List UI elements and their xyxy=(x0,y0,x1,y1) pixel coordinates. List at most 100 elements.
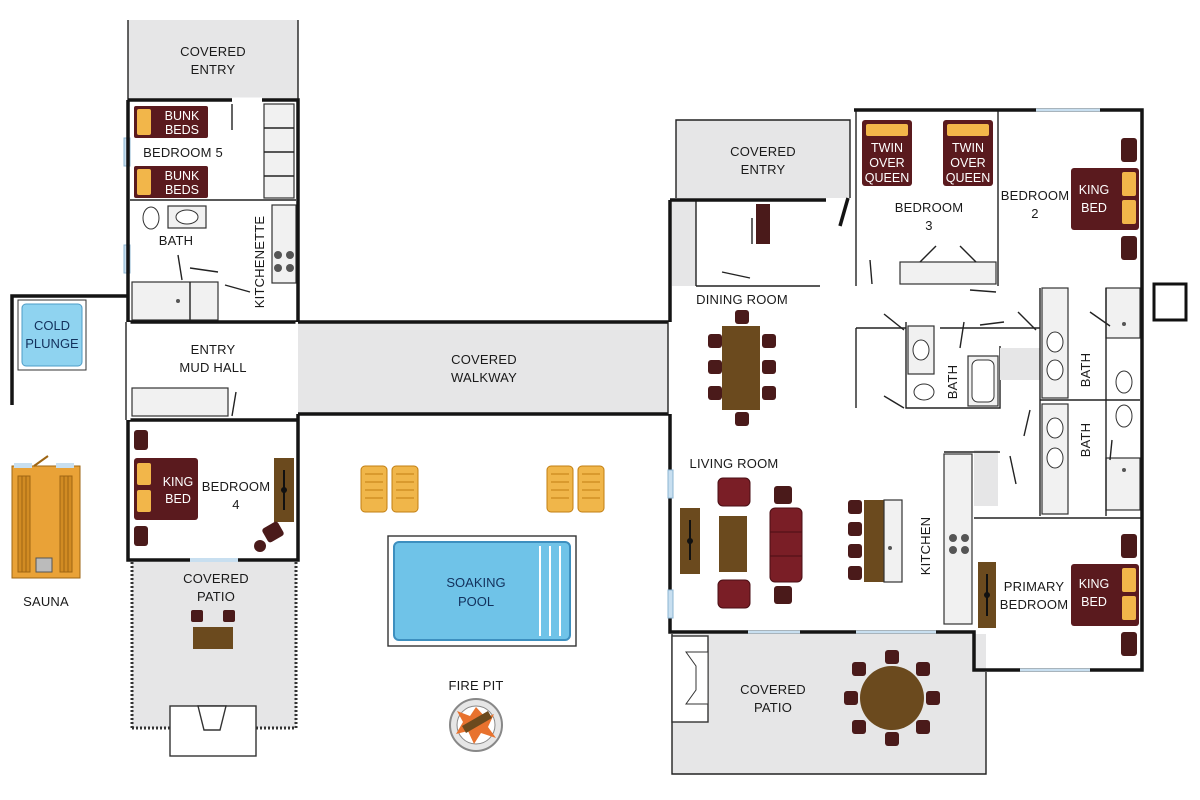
living-room-label: LIVING ROOM xyxy=(690,456,779,471)
bath-upper-right-label: BATH xyxy=(1078,353,1093,388)
stove-icon xyxy=(274,251,294,272)
cooktop-icon xyxy=(949,534,969,554)
nightstand-primary-bottom xyxy=(1121,632,1137,656)
outdoor-unit xyxy=(1152,282,1188,322)
covered-patio-left-label-2: PATIO xyxy=(197,589,235,604)
coffee-table xyxy=(719,516,747,572)
bath-lower-right-label: BATH xyxy=(1078,423,1093,458)
toq-label-1c: QUEEN xyxy=(865,171,909,185)
king-bed-bedroom4: KING BED xyxy=(134,458,198,520)
king-bed-label-p-1: KING xyxy=(1079,577,1110,591)
bar-stools xyxy=(848,500,862,580)
lounge-chairs-left xyxy=(360,465,419,513)
closet-bedroom5 xyxy=(263,103,295,199)
cold-plunge-label-2: PLUNGE xyxy=(25,336,79,351)
covered-walkway-label-1: COVERED xyxy=(451,352,517,367)
closet-bedroom3 xyxy=(899,261,997,285)
toq-label-2b: OVER xyxy=(950,156,985,170)
bedroom5-label: BEDROOM 5 xyxy=(143,145,223,160)
bunk-beds-label-4: BEDS xyxy=(165,183,199,197)
nightstand-primary-top xyxy=(1121,534,1137,558)
soaking-pool-label-1: SOAKING xyxy=(446,575,505,590)
primary-bedroom-label-2: BEDROOM xyxy=(1000,597,1069,612)
covered-entry-right-label-2: ENTRY xyxy=(741,162,786,177)
king-bed-label-b2-2: BED xyxy=(1081,201,1107,215)
bath-lower-right xyxy=(1041,403,1141,515)
king-bed-label-b2-1: KING xyxy=(1079,183,1110,197)
soaking-pool xyxy=(393,541,571,641)
toq-label-2a: TWIN xyxy=(952,141,984,155)
bedroom4-label-2: 4 xyxy=(232,497,239,512)
patio-chairs xyxy=(844,650,940,746)
hall-bath-label: BATH xyxy=(945,365,960,400)
round-patio-table xyxy=(860,666,924,730)
dining-table xyxy=(722,326,760,410)
bunk-beds-label-1: BUNK xyxy=(165,109,200,123)
soaking-pool-label-2: POOL xyxy=(458,594,494,609)
covered-walkway-label-2: WALKWAY xyxy=(451,370,517,385)
twin-over-queen-bed-2: TWIN OVER QUEEN xyxy=(943,120,993,186)
cold-plunge-label-1: COLD xyxy=(34,318,70,333)
bath-left-label: BATH xyxy=(159,233,194,248)
nightstand-bottom xyxy=(134,526,148,546)
bedroom4-label-1: BEDROOM xyxy=(202,479,271,494)
covered-entry-left xyxy=(128,20,298,100)
covered-patio-right-label-1: COVERED xyxy=(740,682,806,697)
bunk-bed-bottom: BUNK BEDS xyxy=(134,166,208,198)
mudroom-bench xyxy=(131,387,229,417)
king-bed-label-p-2: BED xyxy=(1081,595,1107,609)
bath-upper-right xyxy=(1041,287,1141,399)
sofa xyxy=(769,507,803,583)
king-bed-bedroom2: KING BED xyxy=(1071,168,1139,230)
dining-room-label: DINING ROOM xyxy=(696,292,788,307)
lounge-chairs-right xyxy=(546,465,605,513)
armchair-living-bottom xyxy=(717,579,751,609)
bunk-bed-top: BUNK BEDS xyxy=(134,106,208,138)
entry-bench xyxy=(756,204,770,244)
twin-over-queen-bed-1: TWIN OVER QUEEN xyxy=(862,120,912,186)
kitchenette-counter xyxy=(271,204,297,284)
patio-table-left xyxy=(193,627,233,649)
covered-walkway xyxy=(298,322,670,414)
bunk-beds-label-3: BUNK xyxy=(165,169,200,183)
toq-label-1a: TWIN xyxy=(871,141,903,155)
covered-entry-right-label-1: COVERED xyxy=(730,144,796,159)
fire-pit-icon xyxy=(449,698,503,752)
entry-mud-hall-label-2: MUD HALL xyxy=(179,360,246,375)
nightstand-b2-top xyxy=(1121,138,1137,162)
bedroom2-label-1: BEDROOM xyxy=(1001,188,1070,203)
toq-label-1b: OVER xyxy=(869,156,904,170)
dining-chairs xyxy=(708,334,776,426)
bedroom2-label-2: 2 xyxy=(1031,206,1038,221)
laundry-cabinet xyxy=(131,281,219,321)
hall-toilet-icon xyxy=(913,383,935,401)
entry-mud-hall-label-1: ENTRY xyxy=(191,342,236,357)
covered-entry-left-label-1: COVERED xyxy=(180,44,246,59)
king-bed-label-b4-1: KING xyxy=(163,475,194,489)
kitchen-island xyxy=(864,500,884,582)
kitchen-label: KITCHEN xyxy=(918,517,933,575)
nightstand-b2-bottom xyxy=(1121,236,1137,260)
armchair-living-top xyxy=(717,477,751,507)
covered-entry-right xyxy=(676,120,850,198)
armchair-bedroom4 xyxy=(262,521,284,543)
foyer-closet xyxy=(672,200,696,286)
bedroom3-label-2: 3 xyxy=(925,218,932,233)
covered-patio-left-label-1: COVERED xyxy=(183,571,249,586)
king-bed-primary: KING BED xyxy=(1071,564,1139,626)
cold-plunge-tub xyxy=(21,303,83,367)
sauna xyxy=(11,455,81,579)
sauna-label: SAUNA xyxy=(23,594,69,609)
toilet-icon xyxy=(142,206,160,230)
nightstand-top xyxy=(134,430,148,450)
kitchenette-label: KITCHENETTE xyxy=(252,216,267,309)
toq-label-2c: QUEEN xyxy=(946,171,990,185)
bedroom3-label-1: BEDROOM xyxy=(895,200,964,215)
side-table xyxy=(254,540,266,552)
covered-patio-right-label-2: PATIO xyxy=(754,700,792,715)
bunk-beds-label-2: BEDS xyxy=(165,123,199,137)
covered-entry-left-label-2: ENTRY xyxy=(191,62,236,77)
primary-bedroom-label-1: PRIMARY xyxy=(1004,579,1065,594)
king-bed-label-b4-2: BED xyxy=(165,492,191,506)
